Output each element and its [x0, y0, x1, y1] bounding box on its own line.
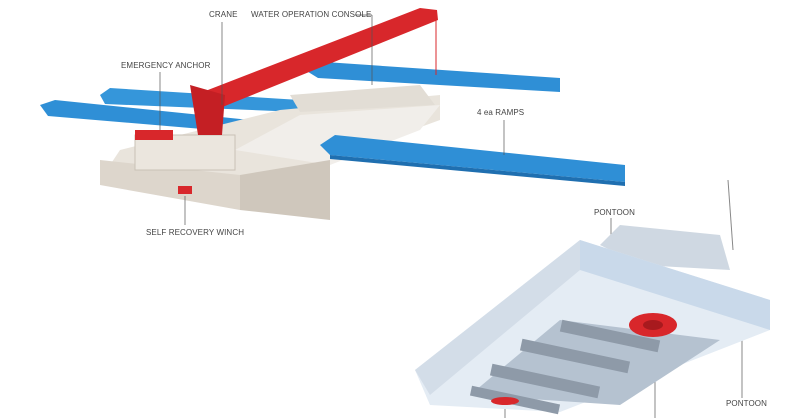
self-recovery-winch: [178, 186, 192, 194]
label-water-operation-console: WATER OPERATION CONSOLE: [251, 10, 372, 19]
underside-view: [415, 179, 770, 415]
ramp-back-right: [305, 62, 560, 92]
label-self-recovery-winch: SELF RECOVERY WINCH: [146, 228, 245, 237]
label-ramps: 4 ea RAMPS: [477, 108, 525, 117]
crane: [190, 8, 438, 135]
label-crane: CRANE: [209, 10, 238, 19]
label-pontoon-right: PONTOON: [726, 399, 768, 408]
label-pontoon-top: PONTOON: [594, 208, 636, 217]
hull: [100, 85, 440, 220]
ramp-front-right: [320, 135, 625, 182]
label-emergency-anchor: EMERGENCY ANCHOR: [121, 61, 211, 70]
emergency-anchor: [135, 130, 173, 140]
